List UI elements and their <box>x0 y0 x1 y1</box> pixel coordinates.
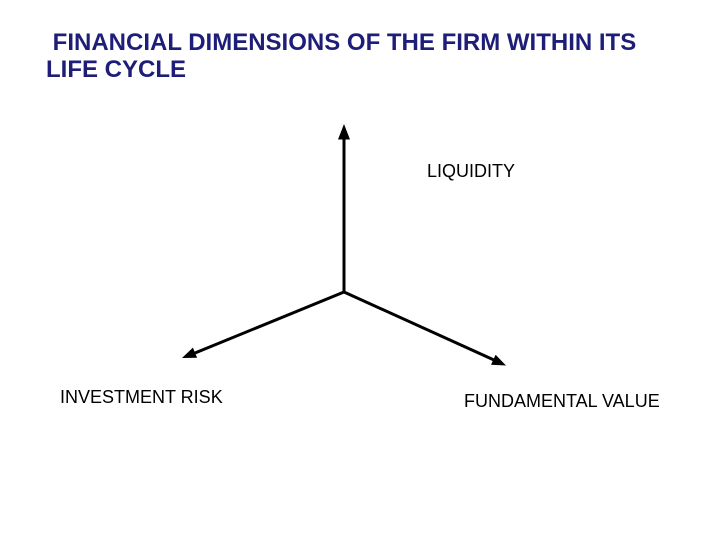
fundamental-value-arrow-line <box>343 290 495 362</box>
investment-risk-arrowhead-icon <box>182 347 198 358</box>
slide-title-line1: FINANCIAL DIMENSIONS OF THE FIRM WITHIN … <box>46 29 637 56</box>
fundamental-value-arrowhead-icon <box>491 354 506 366</box>
axis-label-liquidity: LIQUIDITY <box>427 161 516 181</box>
axis-label-fundamental-value: FUNDAMENTAL VALUE <box>464 391 660 411</box>
investment-risk-arrow-line <box>194 290 345 355</box>
slide-title-line2: LIFE CYCLE <box>46 56 187 83</box>
axis-label-investment-risk: INVESTMENT RISK <box>60 387 223 407</box>
slide-title: FINANCIAL DIMENSIONS OF THE FIRM WITHIN … <box>46 29 686 83</box>
liquidity-arrowhead-icon <box>338 124 350 140</box>
